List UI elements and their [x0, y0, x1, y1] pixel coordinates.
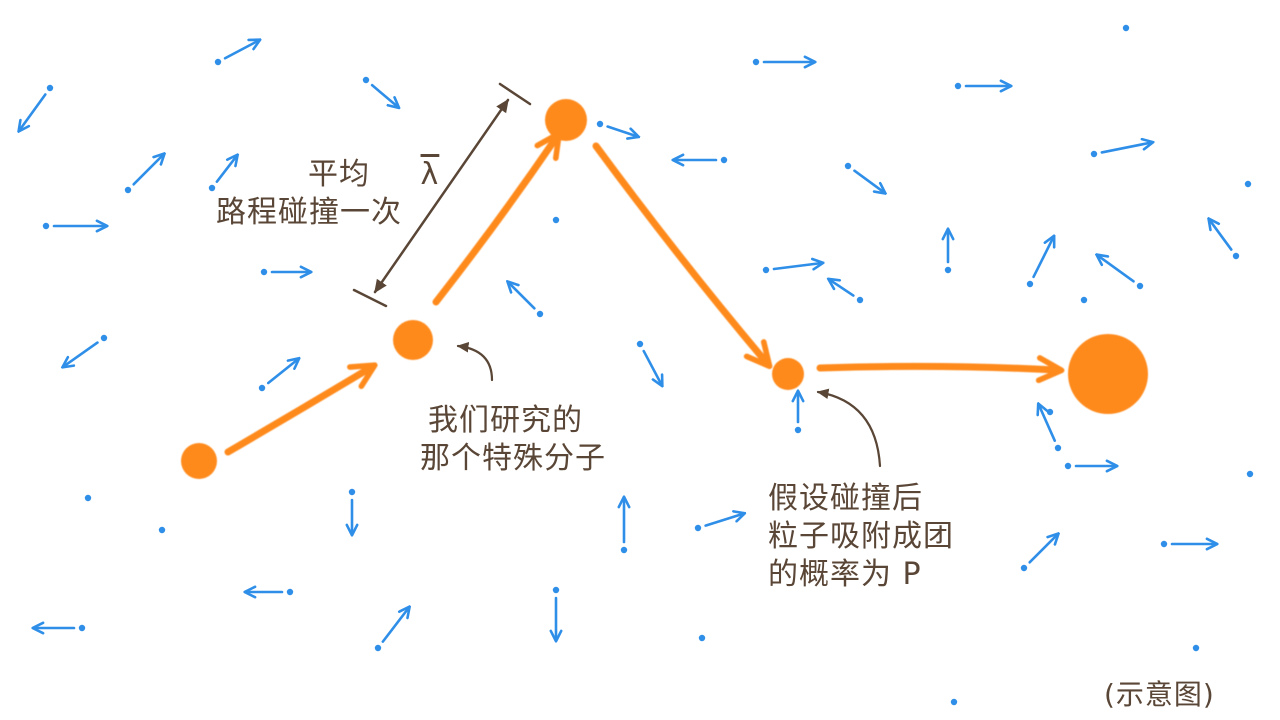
- arrow-icon: [381, 608, 409, 643]
- arrow-icon: [1209, 220, 1233, 251]
- arrow-icon: [63, 341, 99, 367]
- arrow-icon: [853, 169, 884, 193]
- particle-dot: [694, 524, 702, 532]
- molecule-line1: 我们研究的: [428, 403, 583, 438]
- particle-dot: [208, 184, 216, 192]
- arrow-icon: [1100, 142, 1152, 154]
- probability-line2: 粒子吸附成团: [768, 519, 954, 554]
- particle-dot: [1232, 252, 1240, 260]
- particle-dot: [286, 588, 294, 596]
- arrow-icon: [508, 282, 536, 310]
- arrow-icon: [19, 93, 47, 130]
- particle-dot: [794, 426, 802, 434]
- particle-dot: [944, 266, 952, 274]
- particle-dot: [124, 186, 132, 194]
- arrow-icon: [1032, 237, 1054, 279]
- path-segment-2: [432, 130, 562, 306]
- path-segment-1: [224, 362, 378, 456]
- path-segment-3: [592, 142, 773, 370]
- molecule-collision-3: [772, 358, 804, 390]
- arrow-icon: [704, 514, 744, 527]
- particle-dot: [536, 310, 544, 318]
- particle-dot: [954, 82, 962, 90]
- particle-dot: [1244, 180, 1252, 188]
- particle-dot: [1246, 470, 1254, 478]
- particle-dot: [752, 58, 760, 66]
- particle-dot: [258, 384, 266, 392]
- molecule-collision-1: [393, 320, 433, 360]
- particle-dot: [1122, 24, 1130, 32]
- particle-dot: [950, 698, 958, 706]
- curved-arrow-icon: [456, 341, 494, 382]
- mean-free-path-line2: 路程碰撞一次: [216, 195, 402, 230]
- mean-free-path-label: 平均 λ 路程碰撞一次: [216, 156, 439, 232]
- particle-dot: [46, 84, 54, 92]
- molecule-start: [181, 443, 217, 479]
- arrow-icon: [1098, 255, 1135, 283]
- particle-dot: [100, 334, 108, 342]
- particle-dot: [78, 624, 86, 632]
- lambda-symbol: λ: [420, 157, 440, 192]
- particle-dot: [844, 162, 852, 170]
- particle-dot: [856, 296, 864, 304]
- arrow-icon: [772, 263, 822, 269]
- particle-dot: [552, 216, 560, 224]
- caption: (示意图): [1104, 678, 1215, 711]
- particle-dot: [42, 222, 50, 230]
- particle-dot: [1192, 644, 1200, 652]
- arrow-icon: [223, 40, 259, 60]
- background-particles: [19, 24, 1254, 706]
- pointer-arrows: [456, 341, 882, 468]
- curved-arrow-icon: [816, 388, 882, 468]
- arrow-icon: [606, 125, 638, 137]
- probability-line3: 的概率为 P: [768, 557, 922, 592]
- arrow-icon: [132, 154, 164, 186]
- particle-dot: [214, 58, 222, 66]
- particle-dot: [348, 488, 356, 496]
- probability-label: 假设碰撞后 粒子吸附成团 的概率为 P: [768, 480, 954, 594]
- particle-dot: [1020, 564, 1028, 572]
- particle-dot: [1160, 540, 1168, 548]
- molecule-line2: 那个特殊分子: [420, 441, 606, 476]
- particle-dot: [620, 546, 628, 554]
- arrow-icon: [829, 280, 855, 297]
- arrow-icon: [1039, 405, 1057, 442]
- measure-tick-top: [498, 82, 532, 106]
- particle-dot: [1136, 282, 1144, 290]
- probability-line1: 假设碰撞后: [768, 481, 923, 516]
- arrow-icon: [215, 156, 237, 183]
- particle-dot: [362, 76, 370, 84]
- particle-dot: [596, 120, 604, 128]
- particle-dot: [1064, 462, 1072, 470]
- particle-dot: [720, 156, 728, 164]
- particle-dot: [158, 526, 166, 534]
- particle-dot: [1080, 296, 1088, 304]
- particle-dot: [1026, 280, 1034, 288]
- arrow-icon: [1028, 534, 1058, 564]
- molecule-cluster: [1068, 334, 1148, 414]
- particle-dot: [698, 634, 706, 642]
- arrow-icon: [266, 359, 298, 385]
- particle-dot: [260, 268, 268, 276]
- particle-dot: [762, 266, 770, 274]
- particle-dot: [1090, 150, 1098, 158]
- mean-free-path-measure: [352, 82, 532, 308]
- particle-dot: [636, 340, 644, 348]
- mean-free-path-line1: 平均: [308, 157, 370, 192]
- arrow-icon: [642, 349, 662, 385]
- particle-dot: [552, 586, 560, 594]
- particle-dot: [374, 644, 382, 652]
- arrow-icon: [370, 83, 398, 107]
- molecule-collision-2: [545, 99, 587, 141]
- measure-tick-bottom: [352, 288, 388, 308]
- path-segment-4: [816, 355, 1065, 384]
- particle-dot: [1046, 408, 1054, 416]
- particle-dot: [1054, 444, 1062, 452]
- particle-dot: [84, 494, 92, 502]
- molecule-label: 我们研究的 那个特殊分子: [420, 402, 606, 478]
- measure-line: [373, 98, 510, 294]
